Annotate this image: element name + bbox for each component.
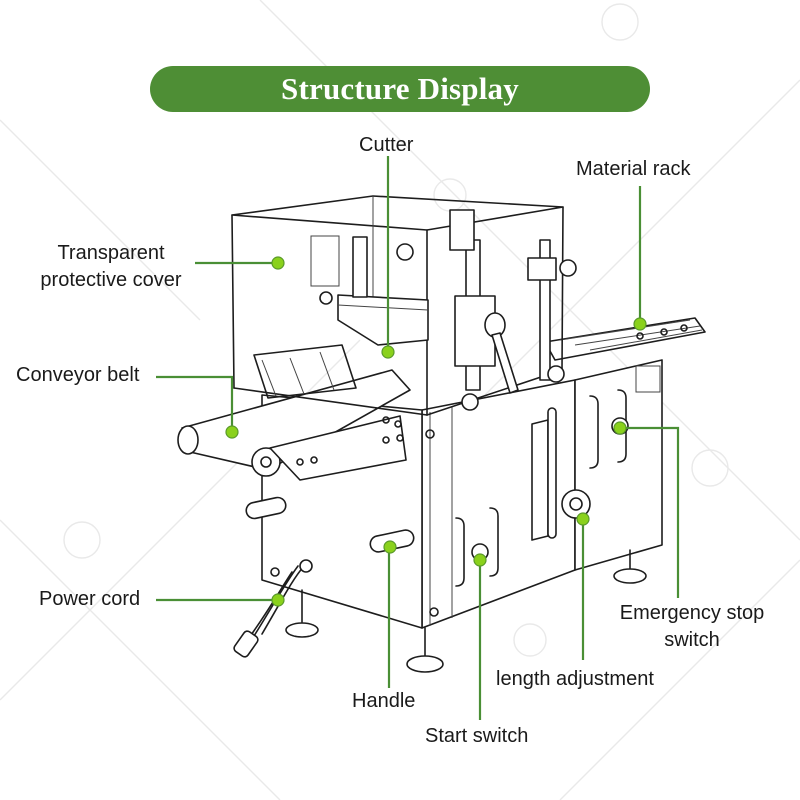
marker-cutter (381, 345, 395, 359)
watermark-logo-icon (601, 3, 639, 41)
marker-power-cord (271, 593, 285, 607)
label-emergency-stop: Emergency stop switch (604, 600, 780, 654)
label-start-switch: Start switch (425, 725, 529, 747)
marker-conveyor-belt (225, 425, 239, 439)
cutter-assembly (253, 209, 577, 411)
marker-length-adjustment (576, 512, 590, 526)
label-protective-cover: Transparent protective cover (30, 240, 192, 294)
marker-handle (383, 540, 397, 554)
label-material-rack: Material rack (576, 158, 691, 180)
label-power-cord: Power cord (39, 588, 141, 610)
watermark-logo-icon (691, 449, 729, 487)
marker-start-switch (473, 553, 487, 567)
leader-emergency-stop (620, 426, 680, 598)
label-length-adjustment: length adjustment (496, 668, 654, 690)
watermark-logo-icon (63, 521, 101, 559)
conveyor-belt (177, 369, 411, 481)
label-cutter: Cutter (359, 134, 414, 156)
power-cord (233, 559, 313, 658)
title-banner: Structure Display (150, 66, 650, 112)
watermark-logo-icon (433, 178, 467, 212)
leader-lines (156, 156, 680, 720)
marker-dots (225, 256, 647, 607)
leveling-feet (285, 549, 647, 673)
label-emergency-stop-line1: Emergency stop (619, 602, 765, 624)
label-conveyor-belt: Conveyor belt (16, 364, 140, 386)
marker-emergency-stop (613, 421, 627, 435)
page-title: Structure Display (281, 71, 519, 106)
label-handle: Handle (352, 690, 416, 712)
watermark-logo-icon (513, 623, 547, 657)
label-emergency-stop-line2: switch (664, 629, 720, 651)
marker-material-rack (633, 317, 647, 331)
label-protective-cover-line2: protective cover (40, 269, 182, 291)
marker-protective-cover (271, 256, 285, 270)
material-rack (544, 317, 706, 361)
leader-conveyor-belt (156, 375, 234, 432)
label-protective-cover-line1: Transparent (57, 242, 165, 264)
side-controls (245, 365, 661, 587)
